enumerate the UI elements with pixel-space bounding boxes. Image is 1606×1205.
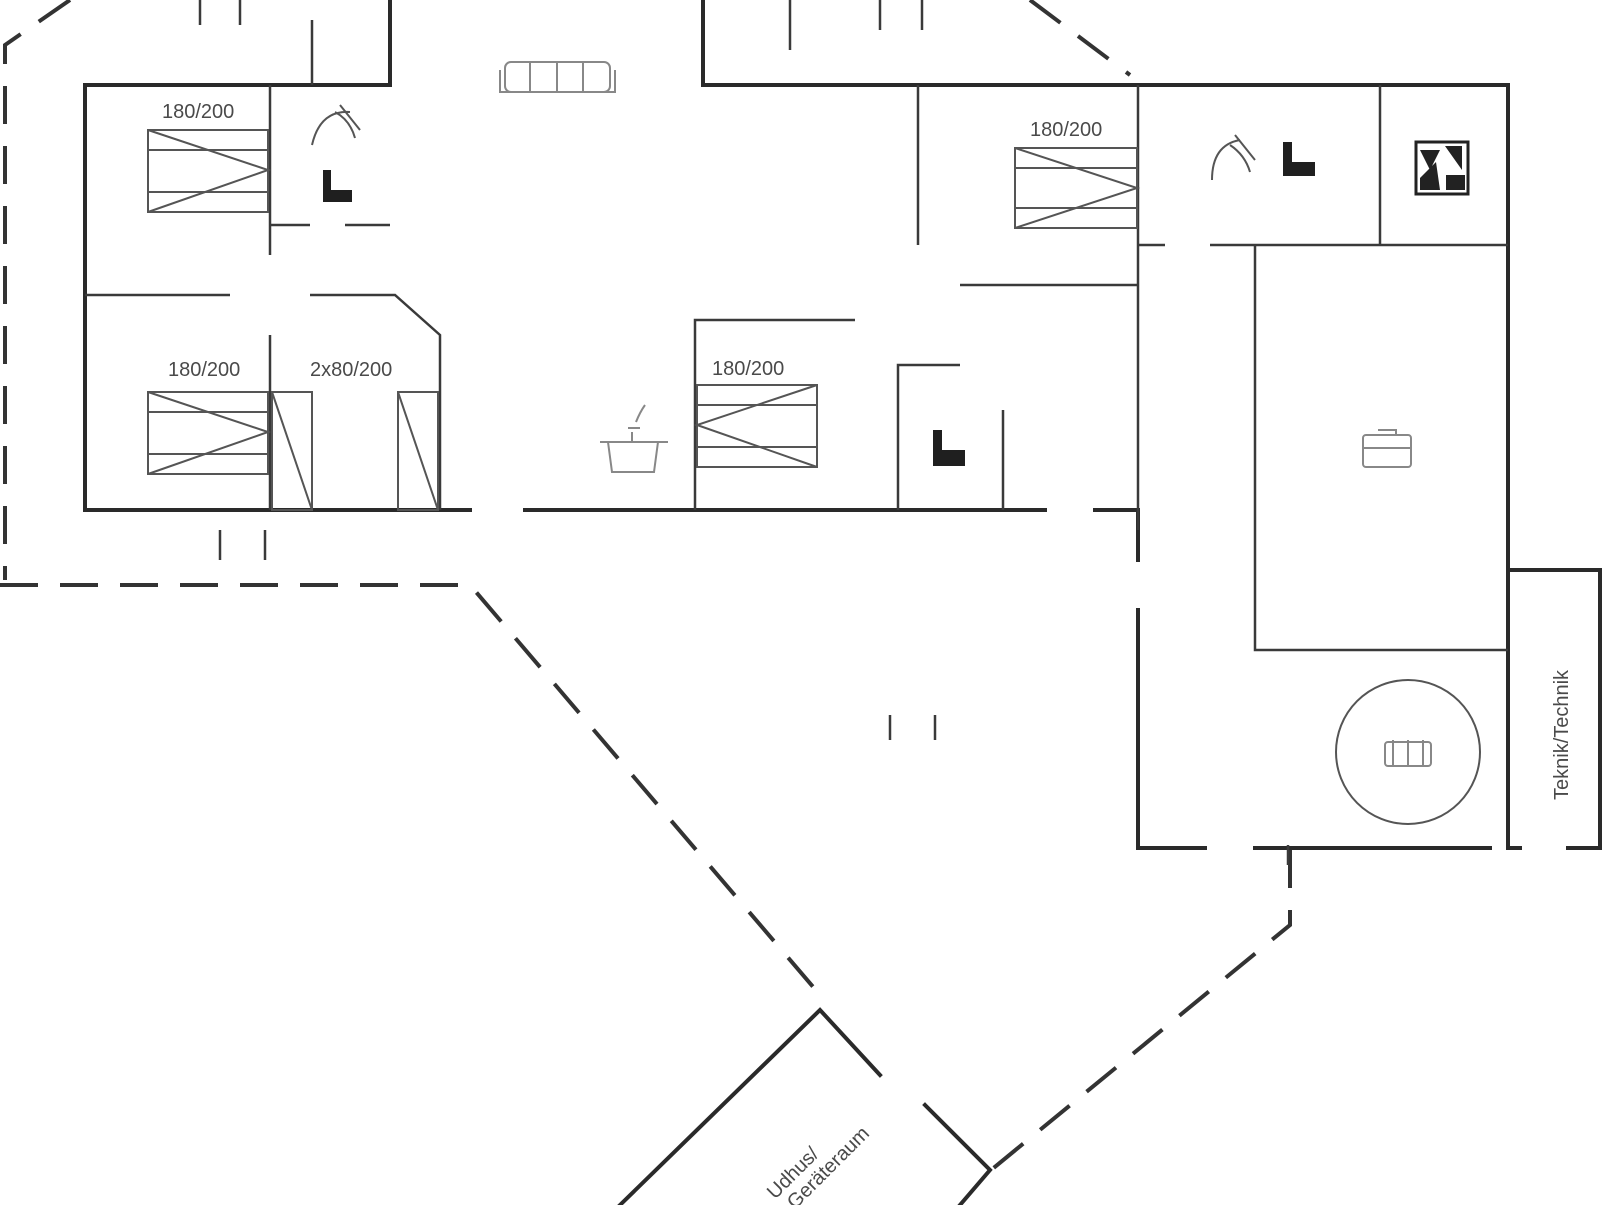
bed-size-label-bottom-left: 180/200: [168, 359, 240, 381]
toilet-icon: [1283, 142, 1315, 176]
shower-icon: [311, 104, 361, 146]
washing-machine-icon: [1414, 140, 1470, 196]
interior-walls: [85, 0, 1508, 865]
walls: [83, 0, 1602, 1205]
bunk-beds: [271, 391, 439, 511]
sofa-icon: [499, 61, 616, 93]
cooking-pot-icon: [600, 404, 668, 473]
terrace-outline: [0, 0, 1292, 1177]
bed-size-label-bunks: 2x80/200: [310, 359, 392, 381]
bed-top-right: [1014, 147, 1141, 229]
bed-top-left: [147, 129, 272, 213]
sauna-stove-icon: [1362, 429, 1412, 468]
toilet-icon: [323, 170, 352, 202]
bed-size-label-top-left: 180/200: [162, 101, 234, 123]
bed-size-label-center: 180/200: [712, 358, 784, 380]
bed-size-label-top-right: 180/200: [1030, 119, 1102, 141]
bed-center: [693, 384, 818, 468]
bed-bottom-left: [147, 391, 272, 475]
hot-tub-icon: [1335, 679, 1481, 825]
technical-room-label: Teknik/Technik: [1551, 669, 1573, 800]
toilet-icon: [933, 430, 965, 466]
shower-icon: [1211, 134, 1256, 181]
